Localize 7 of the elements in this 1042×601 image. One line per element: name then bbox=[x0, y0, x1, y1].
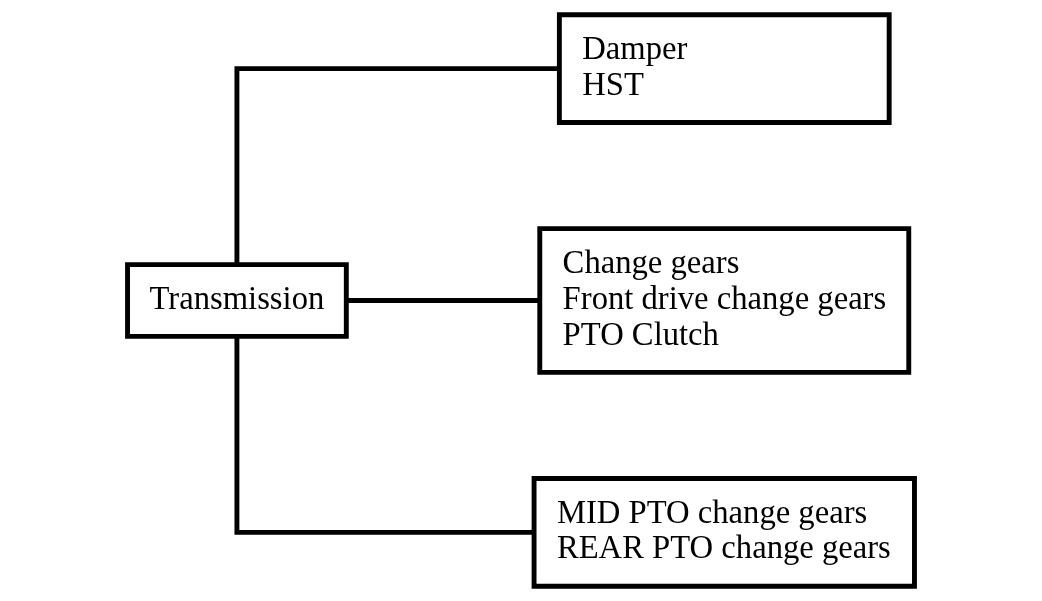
connector bbox=[234, 66, 560, 265]
node-box: Change gears Front drive change gears PTO Clutch bbox=[537, 226, 912, 375]
node-box: Transmission bbox=[125, 262, 349, 339]
node-box: Damper HST bbox=[556, 12, 892, 125]
node-box: MID PTO change gears REAR PTO change gears bbox=[531, 476, 917, 589]
connector bbox=[346, 298, 540, 303]
connector bbox=[234, 336, 534, 535]
